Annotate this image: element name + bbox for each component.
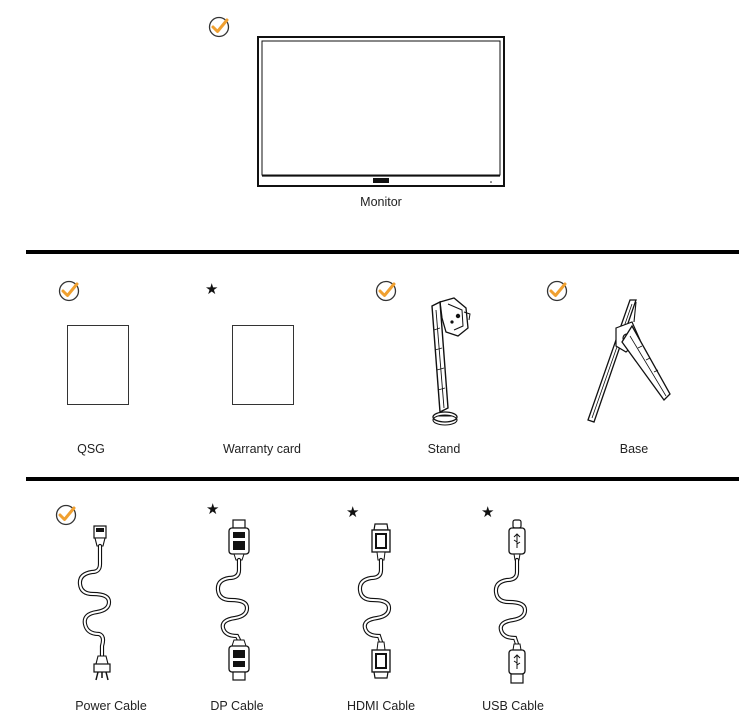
qsg-label: QSG [77,442,105,456]
included-check-icon [375,280,397,302]
dp-cable-illustration [215,519,250,681]
hdmi-cable-label: HDMI Cable [346,699,416,713]
optional-star-icon: ★ [205,280,219,298]
dp-cable-label: DP Cable [210,699,264,713]
optional-star-icon: ★ [206,500,220,518]
power-cable-illustration [77,525,112,681]
qsg-booklet-icon [67,325,129,405]
usb-cable-label: USB Cable [482,699,544,713]
section-divider [26,477,739,481]
stand-label: Stand [427,442,461,456]
included-check-icon [546,280,568,302]
included-check-icon [58,280,80,302]
monitor-illustration [257,36,505,187]
hdmi-cable-illustration [357,523,392,679]
base-label: Base [619,442,649,456]
optional-star-icon: ★ [481,503,495,521]
monitor-label: Monitor [360,195,402,209]
base-illustration [587,299,671,423]
warranty-card-icon [232,325,294,405]
power-cable-label: Power Cable [75,699,147,713]
optional-star-icon: ★ [346,503,360,521]
warranty-card-label: Warranty card [222,442,302,456]
included-check-icon [208,16,230,38]
section-divider [26,250,739,254]
usb-cable-illustration [493,519,528,684]
stand-illustration [431,297,471,426]
included-check-icon [55,504,77,526]
